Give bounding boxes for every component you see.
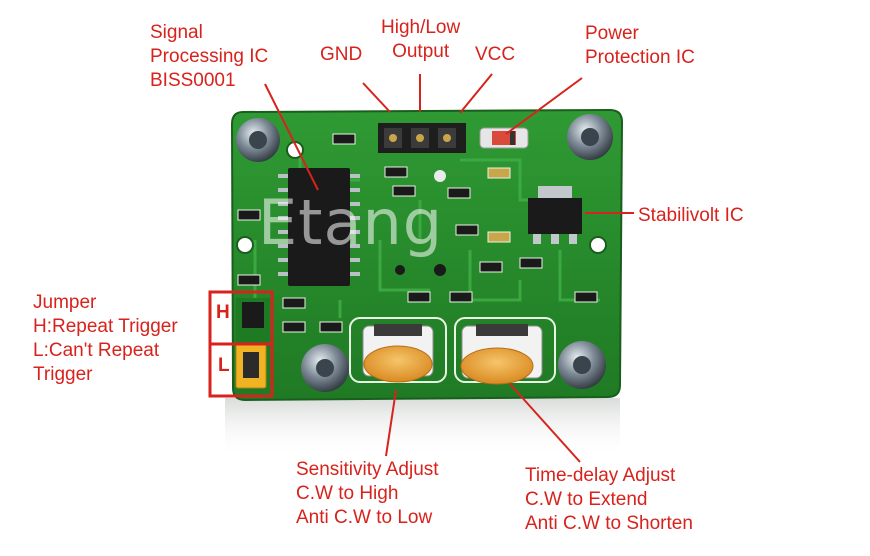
jumper-l-label: L <box>218 355 230 376</box>
callout-time-delay <box>509 383 581 463</box>
label-gnd: GND <box>320 44 363 65</box>
callout-sensitivity <box>385 389 397 457</box>
capacitor <box>236 118 280 162</box>
label-sensitivity-adjust: Sensitivity Adjust C.W to High Anti C.W … <box>296 459 439 528</box>
label-stabilivolt-ic: Stabilivolt IC <box>638 205 744 226</box>
protection-diode <box>479 127 529 149</box>
label-jumper: Jumper H:Repeat Trigger L:Can't Repeat T… <box>33 292 178 385</box>
biss0001-chip <box>278 168 360 286</box>
sensitivity-potentiometer <box>362 324 434 383</box>
mounting-hole <box>589 236 607 254</box>
board-reflection <box>225 398 620 458</box>
jumper-h-label: H <box>216 302 230 323</box>
callout-vcc <box>459 73 493 114</box>
label-signal-processing-ic: Signal Processing IC BISS0001 <box>150 22 269 91</box>
label-output: High/Low Output <box>381 17 461 62</box>
watermark: Etang <box>258 186 444 259</box>
mounting-hole <box>236 236 254 254</box>
label-time-delay-adjust: Time-delay Adjust C.W to Extend Anti C.W… <box>525 465 693 534</box>
label-vcc: VCC <box>475 44 516 65</box>
smd-components <box>237 133 598 333</box>
callout-gnd <box>362 82 391 113</box>
capacitor <box>301 344 349 392</box>
label-power-protection-ic: Power Protection IC <box>585 23 695 68</box>
capacitor <box>558 341 606 389</box>
callout-lines <box>264 73 634 463</box>
regulator-chip <box>528 186 582 244</box>
callout-signal-ic <box>264 83 319 191</box>
capacitor <box>567 114 613 160</box>
time-delay-potentiometer <box>460 324 543 385</box>
header-pins <box>378 123 466 153</box>
callout-power-ic <box>505 77 583 135</box>
jumper-box-l <box>208 342 274 398</box>
